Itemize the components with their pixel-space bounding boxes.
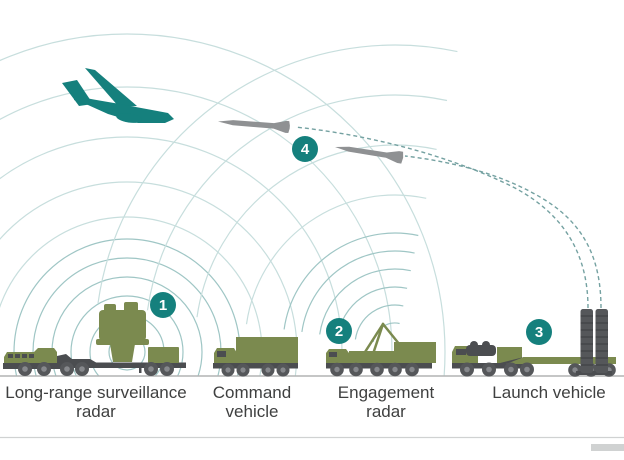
badge-surveillance-radar: 1 <box>150 292 176 318</box>
badge-number-2: 2 <box>335 323 343 340</box>
badge-launch-vehicle: 3 <box>526 319 552 345</box>
launch-vehicle-icon <box>452 309 616 377</box>
badge-missile: 4 <box>292 136 318 162</box>
label-launch-vehicle: Launch vehicle <box>492 383 605 402</box>
engagement-radar-vehicle-icon <box>326 322 436 377</box>
badge-number-4: 4 <box>301 141 310 158</box>
engagement-radar-waves-icon <box>97 44 458 342</box>
engagement-vehicle-wheels <box>330 362 419 377</box>
label-engagement-radar-line1: Engagement <box>338 383 435 402</box>
badge-number-1: 1 <box>159 297 167 314</box>
aircraft-icon <box>62 68 174 123</box>
label-command-vehicle-line2: vehicle <box>226 402 279 421</box>
command-vehicle-wheels <box>221 363 290 377</box>
badge-engagement-radar: 2 <box>326 318 352 344</box>
missile-icon-upper <box>218 120 290 134</box>
surveillance-radar-vehicle-icon <box>3 302 186 376</box>
separator-end-mark <box>591 444 624 451</box>
label-command-vehicle-line1: Command <box>213 383 291 402</box>
label-surveillance-radar-line1: Long-range surveillance <box>5 383 186 402</box>
label-engagement-radar-line2: radar <box>366 402 406 421</box>
missile-icon-lower <box>335 146 404 164</box>
badge-number-3: 3 <box>535 324 543 341</box>
surveillance-vehicle-wheels <box>18 362 174 376</box>
missile-launch-tubes-icon <box>576 309 612 375</box>
command-vehicle-icon <box>213 337 298 377</box>
missile-trajectory-inner <box>404 155 602 309</box>
missile-trajectory-outer <box>294 126 589 309</box>
label-surveillance-radar-line2: radar <box>76 402 116 421</box>
